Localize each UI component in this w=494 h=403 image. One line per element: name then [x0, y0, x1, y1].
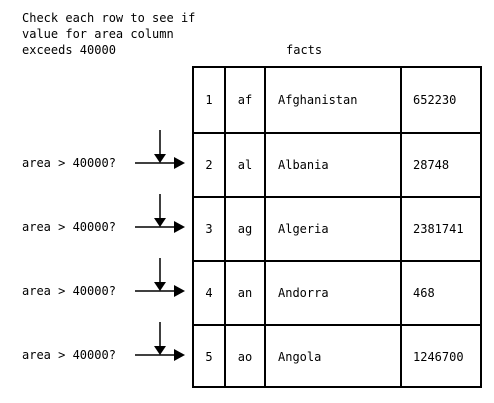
cell-area: 2381741: [413, 222, 464, 236]
cell-code: ag: [226, 198, 266, 260]
cell-code: al: [226, 134, 266, 196]
table-title: facts: [286, 43, 323, 57]
check-label: area > 40000?: [22, 284, 116, 298]
caption: Check each row to see if value for area c…: [22, 10, 195, 58]
cell-code: af: [226, 68, 266, 132]
table-row: 2 al Albania 28748: [194, 132, 480, 196]
cell-area: 28748: [413, 158, 450, 172]
row-check-arrow: [135, 194, 185, 233]
check-label: area > 40000?: [22, 348, 116, 362]
table-row: 1 af Afghanistan 652230: [194, 68, 480, 132]
cell-name: Andorra: [266, 262, 402, 324]
cell-name: Afghanistan: [266, 68, 402, 132]
row-check-arrow: [135, 258, 185, 297]
cell-name: Algeria: [266, 198, 402, 260]
facts-table: 1 af Afghanistan 652230 2 al Albania 287…: [192, 66, 482, 388]
check-label: area > 40000?: [22, 156, 116, 170]
cell-id: 2: [194, 134, 226, 196]
caption-line: value for area column: [22, 27, 174, 41]
cell-name: Angola: [266, 326, 402, 388]
caption-line: exceeds 40000: [22, 43, 116, 57]
cell-area: 652230: [413, 93, 457, 107]
row-check-arrow: [135, 130, 185, 169]
table-row: 4 an Andorra 468: [194, 260, 480, 324]
cell-id: 3: [194, 198, 226, 260]
cell-code: an: [226, 262, 266, 324]
check-label: area > 40000?: [22, 220, 116, 234]
table-row: 5 ao Angola 1246700: [194, 324, 480, 388]
row-check-arrow: [135, 322, 185, 361]
cell-id: 4: [194, 262, 226, 324]
cell-name: Albania: [266, 134, 402, 196]
caption-line: Check each row to see if: [22, 11, 196, 25]
cell-code: ao: [226, 326, 266, 388]
table-row: 3 ag Algeria 2381741: [194, 196, 480, 260]
cell-area: 468: [413, 286, 435, 300]
cell-area: 1246700: [413, 350, 464, 364]
cell-id: 1: [194, 68, 226, 132]
cell-id: 5: [194, 326, 226, 388]
